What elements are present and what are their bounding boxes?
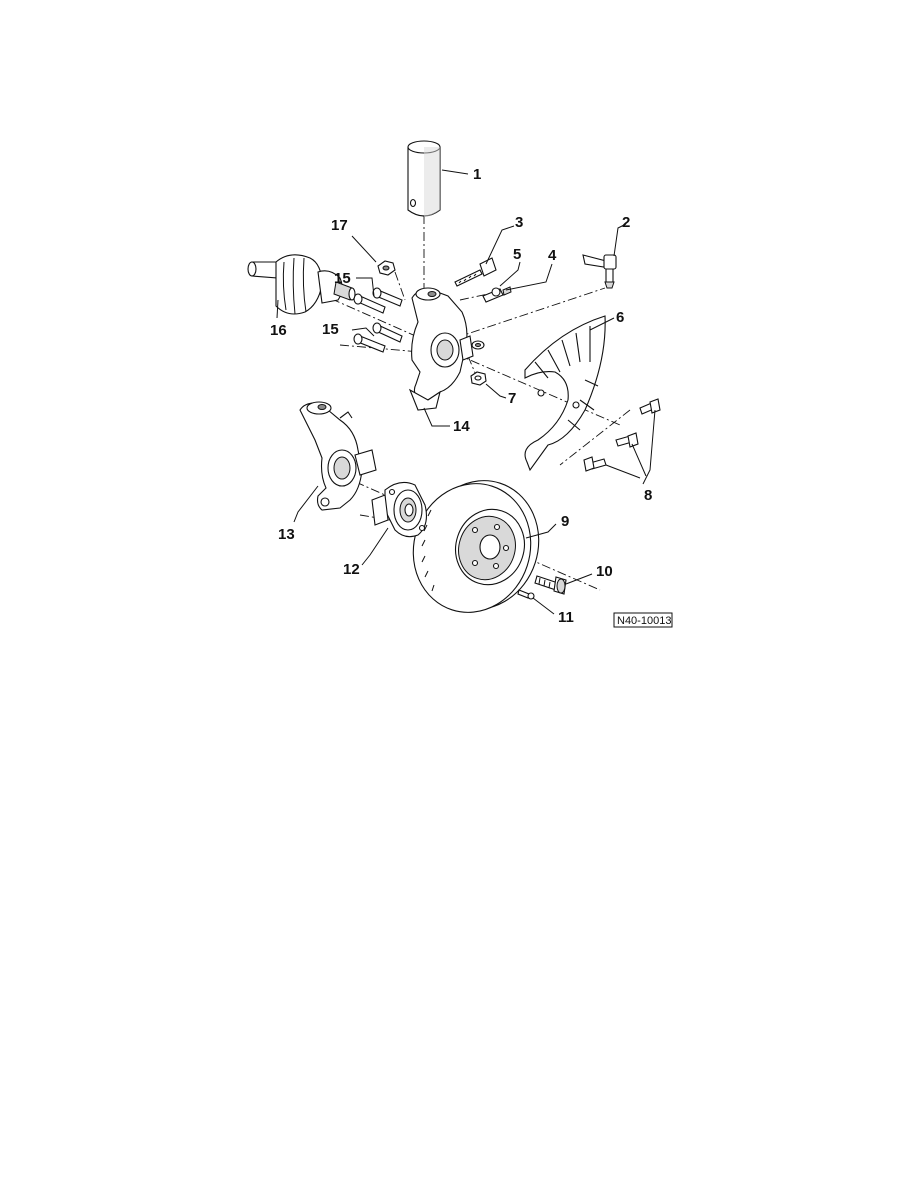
part-washer-7	[471, 340, 485, 350]
callout-7: 7	[508, 390, 516, 407]
part-shield-bolts	[583, 398, 661, 472]
leader-lines	[276, 169, 656, 615]
part-brake-disc	[412, 480, 540, 613]
part-knuckle-bolts	[353, 287, 403, 353]
callout-6: 6	[616, 309, 624, 326]
part-tie-rod-end	[582, 254, 617, 289]
reference-code-box: N40-10013	[613, 612, 673, 628]
part-nut-7	[470, 371, 487, 386]
callout-14: 14	[453, 418, 470, 435]
callout-5: 5	[513, 246, 521, 263]
callout-15-lower: 15	[322, 321, 339, 338]
part-pinch-bolt	[454, 257, 497, 287]
part-sensor	[482, 286, 512, 303]
part-wheel-hub	[371, 481, 427, 538]
callout-labels: 1 2 3 4 5 6 7 8 9 10 11 12 13 14 15 15 1…	[270, 166, 652, 626]
part-wheel-bearing-housing	[408, 287, 474, 411]
part-splash-shield	[524, 315, 606, 472]
part-strut	[407, 140, 441, 217]
part-drive-shaft	[247, 254, 356, 315]
callout-8: 8	[644, 487, 652, 504]
callout-11: 11	[558, 609, 574, 626]
part-wheel-bolt	[534, 575, 567, 595]
part-disc-screw	[517, 589, 535, 600]
callout-4: 4	[548, 247, 557, 264]
callout-10: 10	[596, 563, 613, 580]
callout-15-upper: 15	[334, 270, 351, 287]
callout-3: 3	[515, 214, 523, 231]
callout-2: 2	[622, 214, 630, 231]
callout-9: 9	[561, 513, 569, 530]
callout-1: 1	[473, 166, 481, 183]
part-steering-knuckle-lower	[299, 401, 377, 511]
reference-code-label: N40-10013	[617, 615, 671, 627]
callout-13: 13	[278, 526, 295, 543]
callout-12: 12	[343, 561, 360, 578]
part-nut-17	[377, 260, 396, 276]
callout-17: 17	[331, 217, 348, 234]
callout-16: 16	[270, 322, 287, 339]
